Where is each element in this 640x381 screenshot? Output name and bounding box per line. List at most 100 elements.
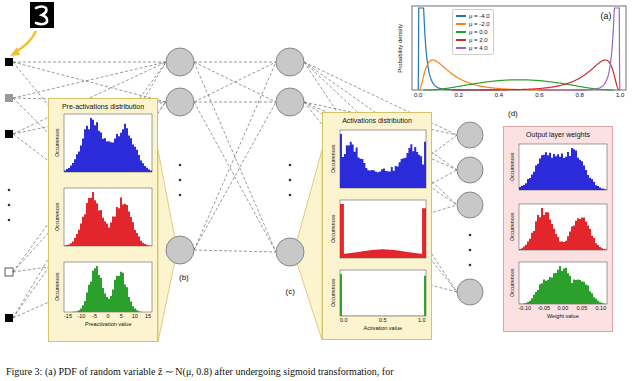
tick-label: Weight value	[547, 313, 579, 319]
panel-letter: (d)	[508, 110, 518, 119]
dashed-connection	[194, 62, 276, 252]
panel-letter: (b)	[179, 274, 189, 283]
legend-text: μ = 2.0	[469, 37, 488, 43]
tick-label: 0.0	[414, 92, 422, 99]
neuron	[276, 238, 304, 266]
tick-label: 15	[145, 313, 151, 319]
ellipsis-dot	[469, 249, 472, 252]
input-arrow	[15, 31, 36, 52]
histogram-frame	[519, 204, 607, 250]
axis-label: Occurrences	[331, 279, 337, 307]
tick-label: 0.10	[596, 305, 607, 311]
legend-text: μ = 0.0	[469, 29, 488, 35]
digit-image	[30, 2, 54, 28]
plot-frame	[412, 6, 626, 90]
ellipsis-dot	[8, 219, 11, 222]
legend-text: μ = 4.0	[469, 45, 488, 51]
pdf-curve	[452, 60, 619, 90]
dashed-connection	[194, 102, 276, 252]
panel-letter: (a)	[601, 12, 612, 22]
panel-heading: Output layer weights	[504, 130, 612, 139]
legend-row: μ = 4.0	[456, 44, 490, 52]
histogram-frame	[340, 270, 426, 316]
histogram-set	[503, 126, 613, 332]
axis-label: Occurrences	[331, 215, 337, 243]
ellipsis-dot	[289, 194, 292, 197]
tick-label: 0.0	[340, 317, 348, 323]
neuron	[457, 192, 483, 218]
dashed-connection	[194, 102, 276, 250]
histogram-frame	[64, 188, 152, 246]
tick-label: -0.05	[538, 305, 551, 311]
dashed-connection	[13, 62, 166, 272]
histogram-panel: Activations distribution	[322, 112, 432, 340]
histogram-bars	[64, 118, 152, 172]
axis-label: Occurrences	[510, 213, 516, 241]
tick-label: 0.6	[535, 92, 543, 99]
pdf-curve	[423, 80, 614, 90]
legend-swatch	[456, 47, 466, 49]
legend-swatch	[456, 23, 466, 25]
figure-caption: Figure 3: (a) PDF of random variable ẑ ∼…	[6, 366, 394, 377]
tick-label: 0.5	[379, 317, 387, 323]
tick-label: 0.4	[495, 92, 503, 99]
tick-label: Activation value	[364, 325, 403, 331]
histogram-bars	[340, 204, 426, 258]
tick-label: 0.8	[576, 92, 584, 99]
axis-label: Occurrences	[55, 129, 61, 157]
axis-label: Probability density	[397, 23, 404, 72]
ellipsis-dot	[8, 189, 11, 192]
legend-swatch	[456, 39, 466, 41]
panel-letter: (c)	[286, 288, 295, 297]
neuron	[457, 279, 483, 305]
neuron	[457, 122, 483, 148]
tick-label: Preactivation value	[85, 321, 131, 327]
legend-swatch	[456, 31, 466, 33]
arrow-head	[10, 47, 20, 56]
tick-label: 0	[107, 313, 110, 319]
ellipsis-dot	[8, 204, 11, 207]
legend-text: μ = -4.0	[469, 13, 490, 19]
dashed-connection	[13, 62, 166, 250]
tick-label: -15	[64, 313, 72, 319]
dashed-connection	[13, 102, 166, 318]
dashed-connection	[13, 62, 166, 102]
pdf-curve	[539, 8, 620, 90]
dashed-connection	[194, 62, 276, 63]
neuron	[166, 236, 194, 264]
histogram-frame	[519, 262, 607, 304]
tick-label: 0.2	[454, 92, 462, 99]
tick-label: 1.0	[616, 92, 624, 99]
input-pixel	[5, 268, 13, 276]
histogram-bars	[519, 208, 607, 250]
ellipsis-dot	[289, 179, 292, 182]
ellipsis-dot	[289, 164, 292, 167]
histogram-bars	[340, 274, 426, 316]
neuron	[276, 48, 304, 76]
axis-label: Occurrences	[510, 153, 516, 181]
neuron	[166, 88, 194, 116]
histogram-panel: Output layer weights	[503, 126, 613, 332]
input-pixel	[5, 94, 13, 102]
histogram-set	[48, 98, 158, 342]
input-pixel	[5, 314, 13, 322]
histogram-frame	[340, 130, 426, 188]
tick-label: 0.05	[577, 305, 588, 311]
ellipsis-dot	[469, 264, 472, 267]
panel-heading: Activations distribution	[323, 116, 431, 125]
legend-row: μ = 0.0	[456, 28, 490, 36]
ellipsis-dot	[469, 234, 472, 237]
ellipsis-dot	[179, 194, 182, 197]
legend-row: μ = 2.0	[456, 36, 490, 44]
tick-label: -5	[92, 313, 97, 319]
axis-label: Occurrences	[510, 269, 516, 297]
ellipsis-dot	[179, 164, 182, 167]
histogram-bars	[519, 266, 607, 304]
dashed-connection	[13, 62, 166, 63]
tick-label: 10	[132, 313, 138, 319]
tick-label: 0.00	[558, 305, 569, 311]
dashed-connection	[13, 62, 166, 98]
dashed-connection	[194, 250, 276, 252]
neuron	[457, 157, 483, 183]
